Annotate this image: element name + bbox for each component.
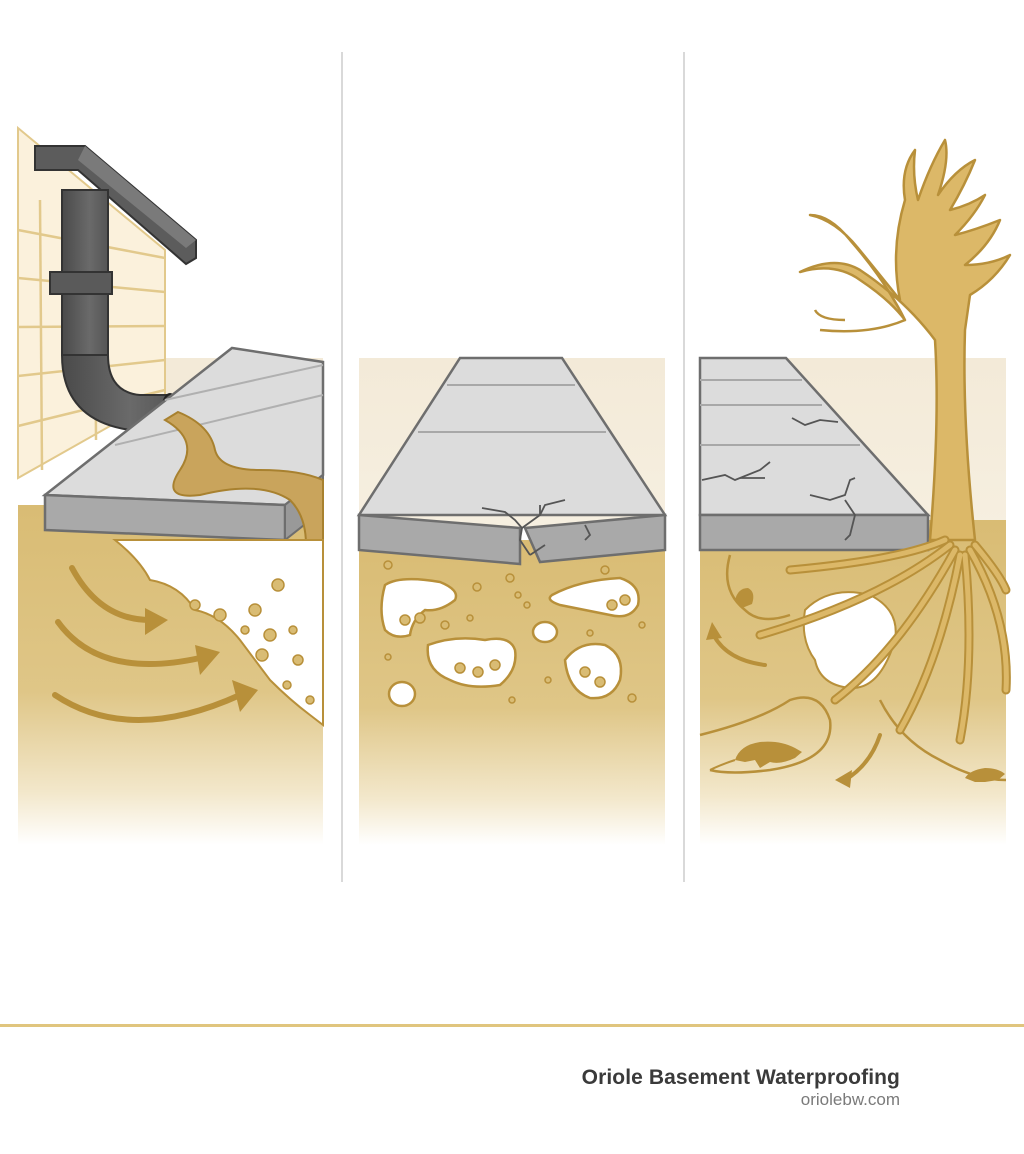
- brand-name: Oriole Basement Waterproofing: [581, 1066, 900, 1089]
- brand-url: oriolebw.com: [800, 1090, 900, 1109]
- rodents: [709, 588, 1005, 782]
- tree: [798, 138, 1012, 542]
- soil-pressure-arrows: [52, 565, 243, 723]
- slab-crack: [481, 499, 592, 556]
- slab-cracks: [701, 417, 856, 541]
- panel-divider: [683, 52, 685, 882]
- rat-icon: [965, 768, 1005, 782]
- panel-divider: [341, 52, 343, 882]
- concrete-slab: [698, 356, 931, 552]
- concrete-slab: [356, 356, 668, 566]
- gutter: [34, 145, 197, 266]
- panel-gutter-runoff: [17, 125, 325, 845]
- panel-soil-voids: [356, 356, 668, 845]
- rat-icon: [735, 588, 754, 608]
- footer-brand: Oriole Basement Waterproofing oriolebw.c…: [582, 1066, 900, 1110]
- eroded-soil: [112, 539, 324, 728]
- illustration: [17, 125, 1012, 845]
- panel-tree-roots-pests: [698, 138, 1012, 845]
- soil-particles: [189, 578, 315, 705]
- rat-icon: [735, 741, 802, 768]
- footer-divider: [0, 1024, 1024, 1027]
- soil-particles: [383, 560, 646, 704]
